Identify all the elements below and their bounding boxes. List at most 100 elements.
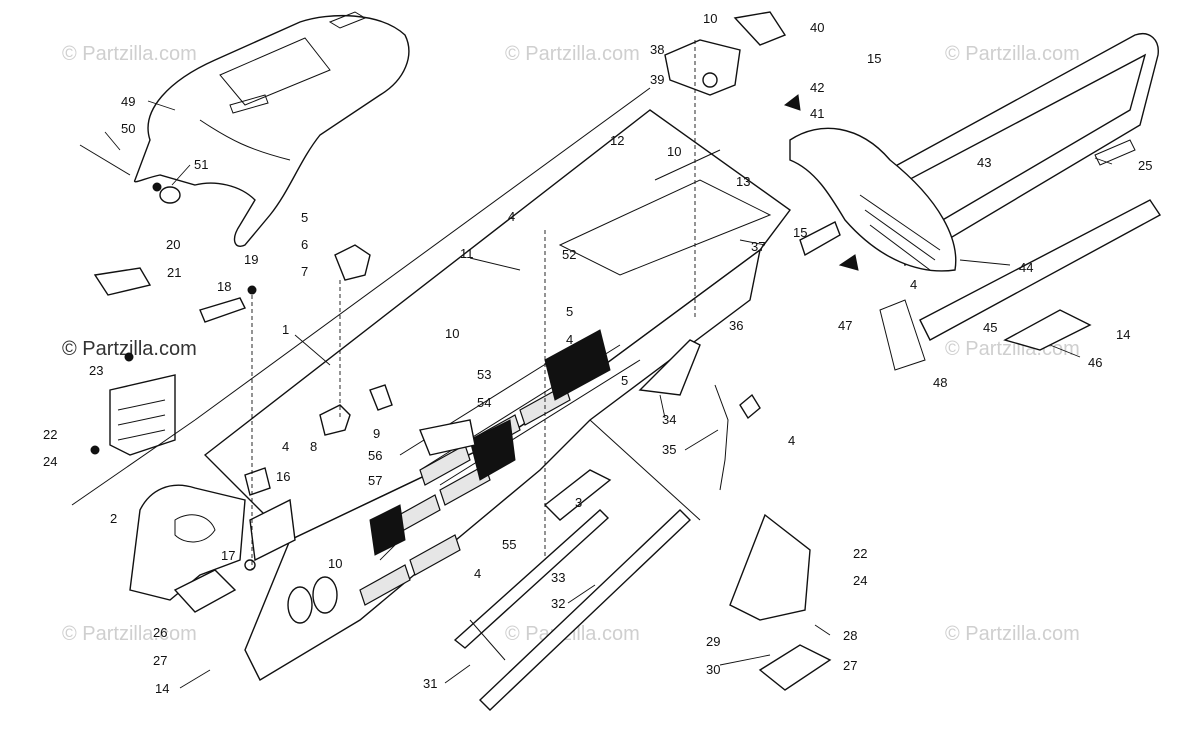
grab-bar-decal bbox=[1094, 139, 1136, 166]
callout: 50 bbox=[121, 121, 135, 136]
callout: 24 bbox=[853, 573, 867, 588]
callout: 40 bbox=[810, 20, 824, 35]
callout: 51 bbox=[194, 157, 208, 172]
callout: 49 bbox=[121, 94, 135, 109]
front-bulkhead-assembly bbox=[129, 484, 246, 601]
rear-cover bbox=[93, 267, 152, 296]
callout: 2 bbox=[110, 511, 117, 526]
rear-hook-assembly bbox=[638, 339, 761, 491]
callout: 47 bbox=[838, 318, 852, 333]
running-board-assembly bbox=[453, 469, 692, 711]
grab-bar-assembly bbox=[868, 33, 1159, 267]
callouts: 1 2 3 4 4 4 4 4 4 5 5 5 6 7 8 9 10 10 10… bbox=[43, 11, 1152, 696]
leader bbox=[567, 584, 596, 604]
callout: 10 bbox=[703, 11, 717, 26]
cutout bbox=[359, 564, 411, 606]
callout: 34 bbox=[662, 412, 676, 427]
callout: 56 bbox=[368, 448, 382, 463]
callout: 39 bbox=[650, 72, 664, 87]
snowflap-assembly bbox=[783, 94, 957, 272]
leader bbox=[444, 664, 471, 684]
hitch bbox=[879, 299, 926, 371]
footrest-plate bbox=[729, 513, 811, 621]
bracket-9 bbox=[369, 384, 393, 411]
callout: 9 bbox=[373, 426, 380, 441]
front-bracket-assembly bbox=[90, 267, 246, 456]
watermark-text: © Partzilla.com bbox=[62, 623, 197, 645]
chain bbox=[714, 384, 729, 491]
callout: 14 bbox=[1116, 327, 1130, 342]
leader bbox=[469, 257, 521, 271]
running-board-tube bbox=[453, 509, 610, 649]
leader bbox=[719, 654, 771, 666]
callout: 43 bbox=[977, 155, 991, 170]
bracket-slot bbox=[117, 399, 166, 411]
callout: 18 bbox=[217, 279, 231, 294]
callout: 28 bbox=[843, 628, 857, 643]
flap-stripes bbox=[859, 194, 941, 271]
flap-bracket-assembly bbox=[664, 11, 787, 96]
tunnel-assembly bbox=[203, 109, 791, 681]
tunnel-edge bbox=[654, 149, 721, 181]
leader bbox=[1049, 344, 1081, 358]
watermark-text: © Partzilla.com bbox=[62, 43, 197, 65]
leader bbox=[294, 334, 331, 366]
seat-bumper bbox=[159, 186, 181, 204]
callout: 27 bbox=[153, 653, 167, 668]
leader-lines bbox=[104, 100, 1113, 689]
flap-bracket bbox=[664, 39, 741, 96]
inner-brackets bbox=[244, 244, 476, 571]
callout: 38 bbox=[650, 42, 664, 57]
bulkhead-cutout bbox=[174, 514, 216, 543]
leader bbox=[814, 624, 831, 636]
callout: 52 bbox=[562, 247, 576, 262]
callout: 4 bbox=[788, 433, 795, 448]
watermark-text: © Partzilla.com bbox=[945, 43, 1080, 65]
leader bbox=[959, 259, 1011, 266]
callout: 44 bbox=[1019, 260, 1033, 275]
leader bbox=[379, 544, 396, 561]
callout: 10 bbox=[328, 556, 342, 571]
callout: 15 bbox=[793, 225, 807, 240]
callout: 4 bbox=[474, 566, 481, 581]
bracket-bar bbox=[199, 297, 246, 323]
tunnel-hole bbox=[287, 586, 313, 624]
bulkhead-plate bbox=[129, 484, 246, 601]
running-board-rod bbox=[478, 509, 692, 711]
callout: 8 bbox=[310, 439, 317, 454]
callout: 42 bbox=[810, 80, 824, 95]
callout: 20 bbox=[166, 237, 180, 252]
callout: 55 bbox=[502, 537, 516, 552]
callout: 57 bbox=[368, 473, 382, 488]
callout: 35 bbox=[662, 442, 676, 457]
guide-line bbox=[71, 419, 196, 506]
front-bulkhead bbox=[249, 498, 296, 562]
cutout bbox=[419, 444, 471, 486]
bracket-plate bbox=[109, 374, 176, 456]
callout: 48 bbox=[933, 375, 947, 390]
callout: 17 bbox=[221, 548, 235, 563]
footpad bbox=[173, 569, 237, 613]
callout: 54 bbox=[477, 395, 491, 410]
callout: 23 bbox=[89, 363, 103, 378]
watermark-text: © Partzilla.com bbox=[505, 43, 640, 65]
callout: 27 bbox=[843, 658, 857, 673]
callout: 5 bbox=[621, 373, 628, 388]
guide-line bbox=[589, 419, 701, 521]
hood bbox=[638, 339, 701, 396]
callout: 13 bbox=[736, 174, 750, 189]
rear-footrest-assembly bbox=[729, 513, 832, 691]
callout: 22 bbox=[43, 427, 57, 442]
callout: 22 bbox=[853, 546, 867, 561]
callout: 11 bbox=[460, 246, 474, 261]
callout: 10 bbox=[445, 326, 459, 341]
callout: 5 bbox=[301, 210, 308, 225]
callout: 21 bbox=[167, 265, 181, 280]
footrest-pad bbox=[758, 644, 832, 691]
leader bbox=[659, 394, 666, 419]
callout: 46 bbox=[1088, 355, 1102, 370]
assembly-guides bbox=[71, 40, 701, 661]
callout: 7 bbox=[301, 264, 308, 279]
seat-assembly bbox=[79, 11, 410, 247]
cutout bbox=[409, 534, 461, 576]
